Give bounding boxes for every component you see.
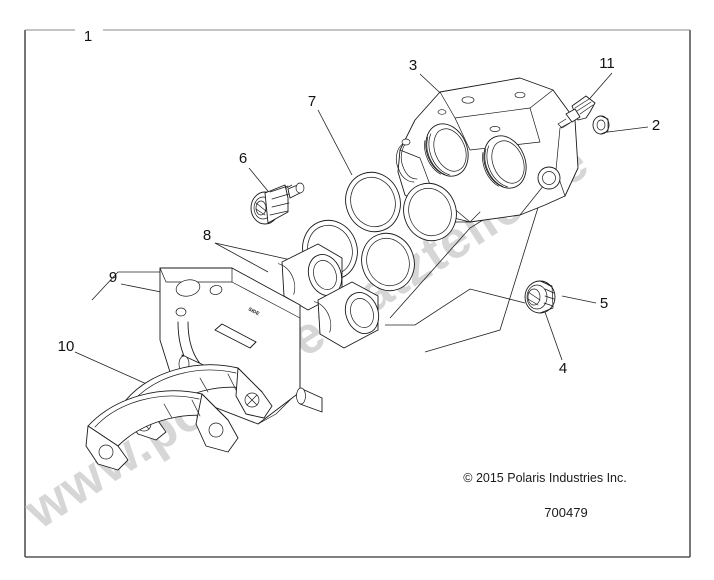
part-4-5-threaded-bushing bbox=[524, 280, 556, 314]
diagram-frame bbox=[24, 29, 691, 558]
part-number-text: 700479 bbox=[544, 505, 587, 520]
copyright-text: © 2015 Polaris Industries Inc. bbox=[463, 471, 626, 485]
callout-8[interactable]: 8 bbox=[203, 227, 211, 244]
callout-6[interactable]: 6 bbox=[239, 150, 247, 167]
callout-10[interactable]: 10 bbox=[58, 338, 75, 355]
callout-2[interactable]: 2 bbox=[652, 117, 660, 134]
part-2-plug bbox=[592, 115, 610, 135]
part-6-bleeder-valve bbox=[250, 182, 305, 225]
callout-numbers: 1 2 3 4 5 6 7 8 9 10 11 bbox=[58, 28, 661, 377]
footer-text-group: © 2015 Polaris Industries Inc. 700479 bbox=[463, 471, 626, 520]
callout-11[interactable]: 11 bbox=[599, 55, 615, 72]
callout-4[interactable]: 4 bbox=[559, 360, 567, 377]
part-10-brake-pads bbox=[85, 364, 273, 471]
callout-7[interactable]: 7 bbox=[308, 93, 316, 110]
callout-3[interactable]: 3 bbox=[409, 57, 417, 74]
part-11-bleeder-screw bbox=[557, 95, 596, 129]
part-8-pistons bbox=[277, 243, 380, 349]
callout-9[interactable]: 9 bbox=[109, 269, 117, 286]
callout-5[interactable]: 5 bbox=[600, 295, 608, 312]
caliper-body-part3 bbox=[395, 77, 579, 223]
callout-1[interactable]: 1 bbox=[84, 28, 92, 45]
casting-mark-text: SIDE bbox=[247, 306, 261, 317]
